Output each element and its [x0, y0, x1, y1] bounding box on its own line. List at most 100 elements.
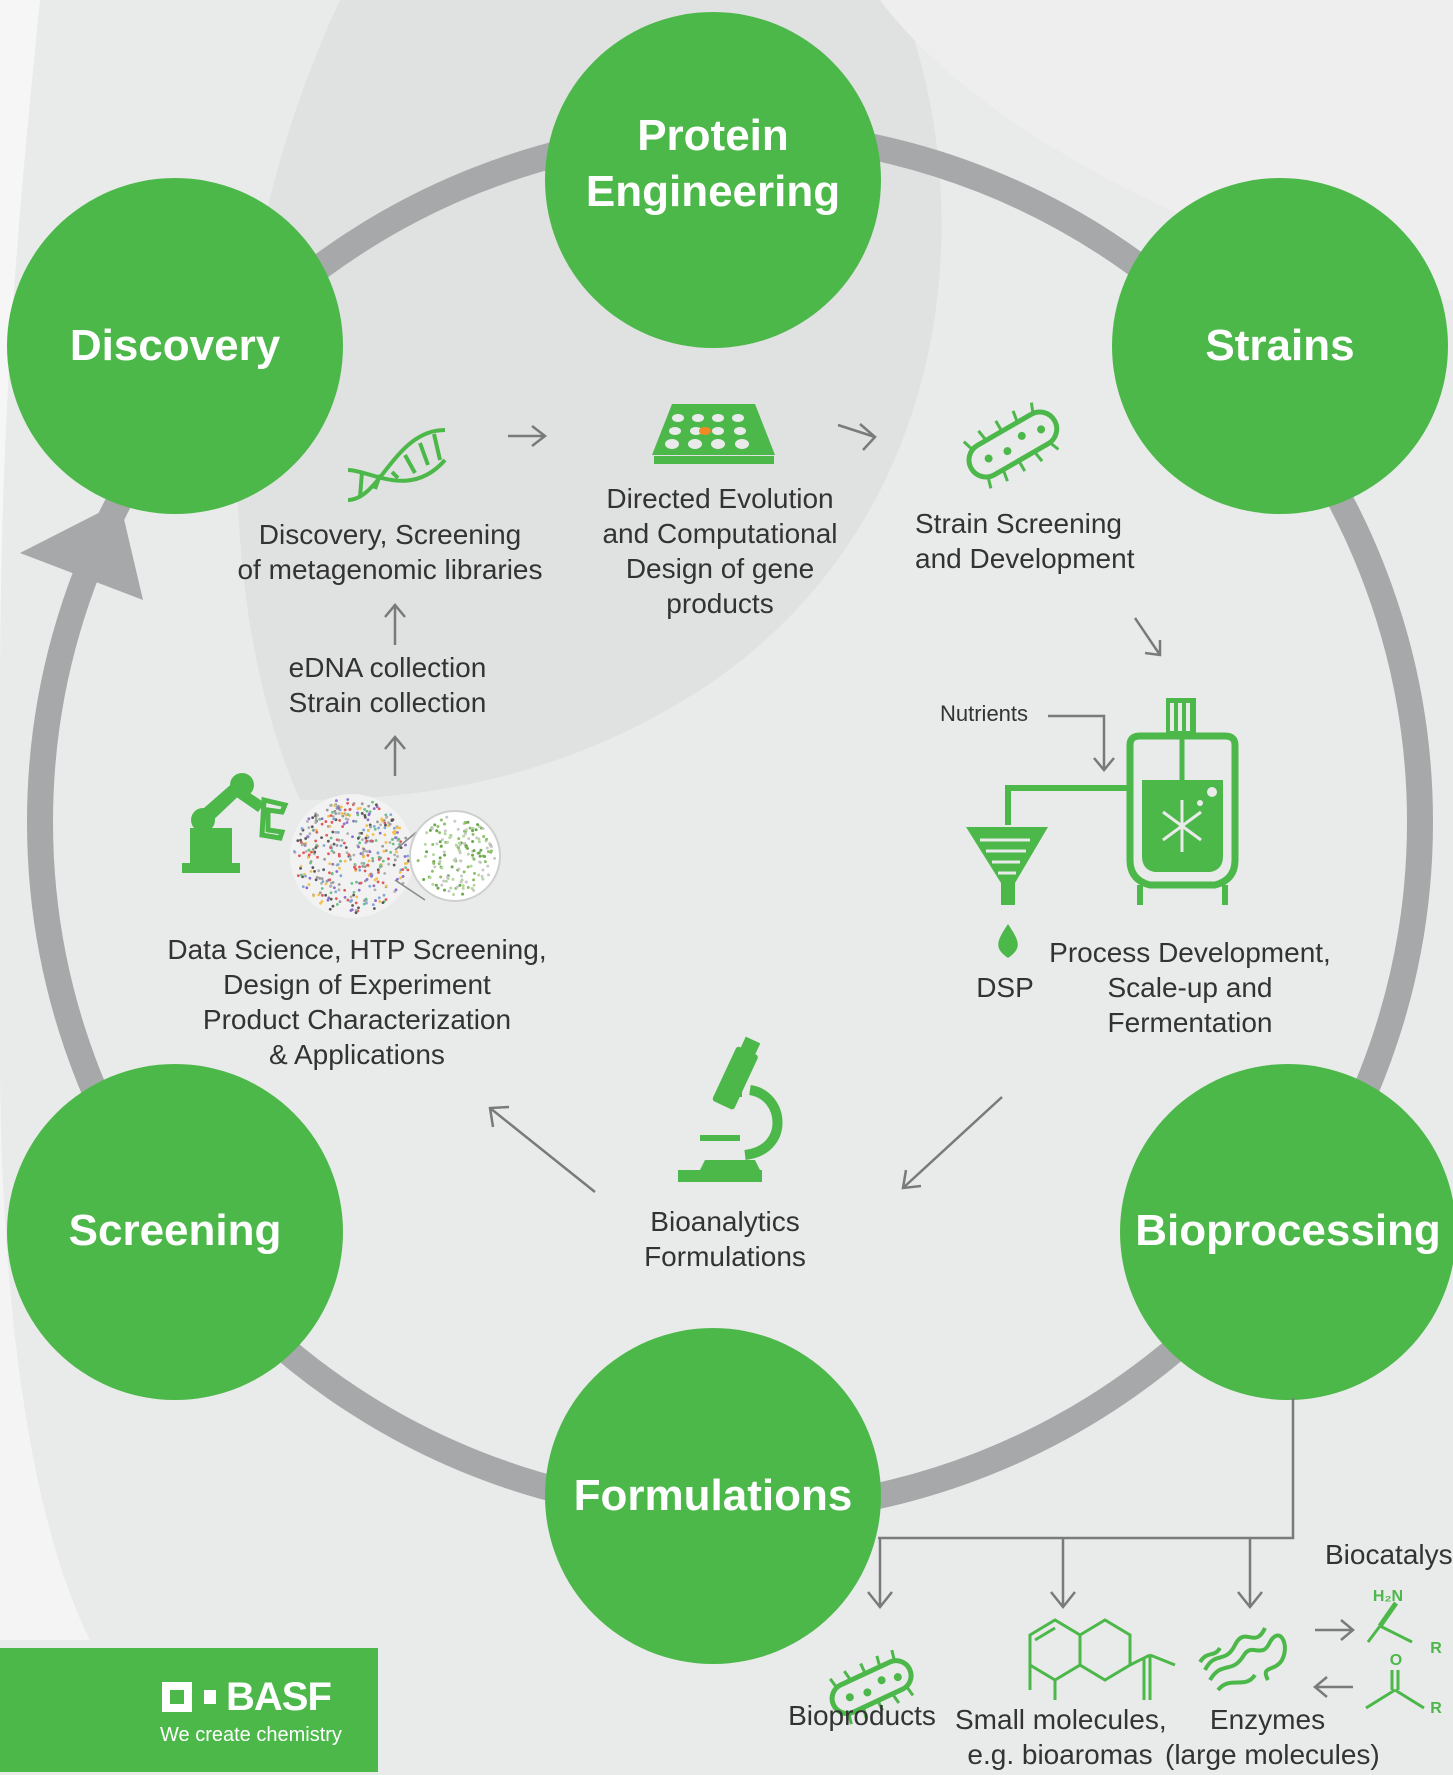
text-line: Fermentation: [1107, 1007, 1273, 1038]
cluster-dot: [335, 903, 339, 906]
cluster-dot: [382, 849, 386, 853]
cluster-dot: [333, 804, 337, 808]
cluster-dot: [384, 898, 388, 901]
cluster-dot: [318, 817, 322, 821]
cluster-dot: [326, 898, 330, 902]
cluster-dot: [401, 875, 405, 878]
cluster-dot: [347, 853, 351, 857]
nutrients-arrow: [1048, 714, 1115, 772]
cluster-dot: [373, 888, 377, 892]
cluster-dot: [308, 876, 312, 880]
strains-label: Strains: [1205, 321, 1355, 370]
arrow-down-icon: [867, 1538, 893, 1610]
cluster-dot: [331, 810, 334, 814]
cluster-dot: [395, 850, 398, 854]
text-line: Design of Experiment: [223, 969, 491, 1000]
cluster-dot: [471, 829, 475, 833]
cluster-dot: [399, 840, 403, 844]
cluster-dot: [439, 844, 443, 848]
cluster-dot: [372, 807, 376, 811]
cluster-dot: [443, 888, 447, 892]
cluster-dot: [297, 854, 301, 858]
cluster-dot: [457, 848, 461, 852]
cluster-dot: [466, 886, 470, 890]
cluster-dot: [393, 858, 397, 862]
cluster-dot: [458, 851, 462, 855]
basf-logo-mark-icon: [162, 1682, 216, 1712]
cluster-dot: [337, 812, 341, 815]
cluster-dot: [299, 873, 303, 877]
cluster-dot: [348, 808, 352, 811]
cluster-dot: [330, 820, 334, 824]
arrow-down-icon: [1237, 1538, 1263, 1610]
cluster-dot: [466, 852, 470, 856]
cluster-dot: [399, 846, 403, 850]
cluster-dot: [396, 855, 399, 858]
cluster-dot: [425, 831, 429, 835]
cluster-dot: [472, 878, 476, 882]
cluster-dot: [299, 838, 302, 842]
arrow-left-icon: [1313, 1676, 1353, 1698]
cluster-dot: [316, 855, 319, 859]
cluster-dot: [329, 897, 333, 901]
cluster-dot: [315, 830, 319, 834]
cluster-dot: [352, 819, 355, 823]
cluster-dot: [357, 888, 361, 892]
cluster-dot: [394, 836, 397, 840]
cluster-dot: [351, 835, 354, 839]
directed-evolution-text: Directed Evolution and Computational Des…: [570, 481, 870, 621]
cluster-dot: [325, 879, 329, 883]
cluster-dot: [346, 832, 350, 836]
cluster-dot: [314, 839, 318, 843]
protein-engineering-label: Protein Engineering: [563, 108, 863, 220]
cluster-dot: [477, 851, 481, 855]
cluster-dot: [440, 866, 444, 870]
cluster-dot: [443, 832, 447, 836]
cluster-dot: [320, 877, 324, 880]
cluster-dot: [304, 837, 308, 840]
cluster-dot: [461, 892, 465, 896]
cluster-dot: [320, 887, 324, 890]
cluster-dot: [398, 871, 402, 874]
cluster-dot: [488, 842, 492, 846]
cluster-dot: [310, 825, 314, 829]
cluster-dot: [478, 825, 482, 829]
cluster-dot: [360, 802, 364, 806]
cluster-dot: [303, 843, 307, 846]
cluster-dot: [381, 881, 385, 885]
cluster-dot: [431, 882, 435, 886]
text-line: products: [666, 588, 774, 619]
cluster-dot: [462, 841, 466, 845]
cluster-dot: [301, 885, 305, 889]
cluster-dot: [352, 890, 356, 894]
cluster-dot: [459, 880, 463, 884]
cluster-dot: [399, 876, 402, 880]
cluster-dot: [404, 866, 407, 870]
cluster-dot: [487, 873, 491, 877]
cluster-dot: [329, 836, 333, 840]
arrow-right-icon: [1315, 1619, 1355, 1641]
cluster-dot: [450, 865, 454, 869]
cluster-dot: [336, 830, 340, 834]
cluster-dot: [391, 838, 394, 841]
arrow-right-icon: [508, 425, 548, 447]
r-group-label: R: [1430, 1700, 1442, 1717]
cluster-dot: [375, 877, 379, 881]
cluster-dot: [343, 808, 347, 812]
cluster-dot: [486, 850, 490, 854]
cluster-dot: [482, 834, 486, 838]
cluster-dot: [304, 850, 308, 853]
cluster-dot: [383, 826, 387, 830]
cluster-dot: [484, 837, 488, 841]
cluster-dot: [365, 839, 369, 843]
cluster-dot: [306, 856, 310, 859]
cluster-dot: [401, 881, 405, 885]
cluster-dot: [332, 886, 336, 890]
cluster-dot: [404, 843, 407, 847]
cluster-dot: [320, 836, 323, 840]
cluster-dot: [447, 889, 451, 893]
cluster-dot: [334, 812, 338, 816]
cluster-dot: [341, 814, 345, 818]
cluster-dot: [315, 843, 319, 847]
cluster-dot: [439, 818, 443, 822]
